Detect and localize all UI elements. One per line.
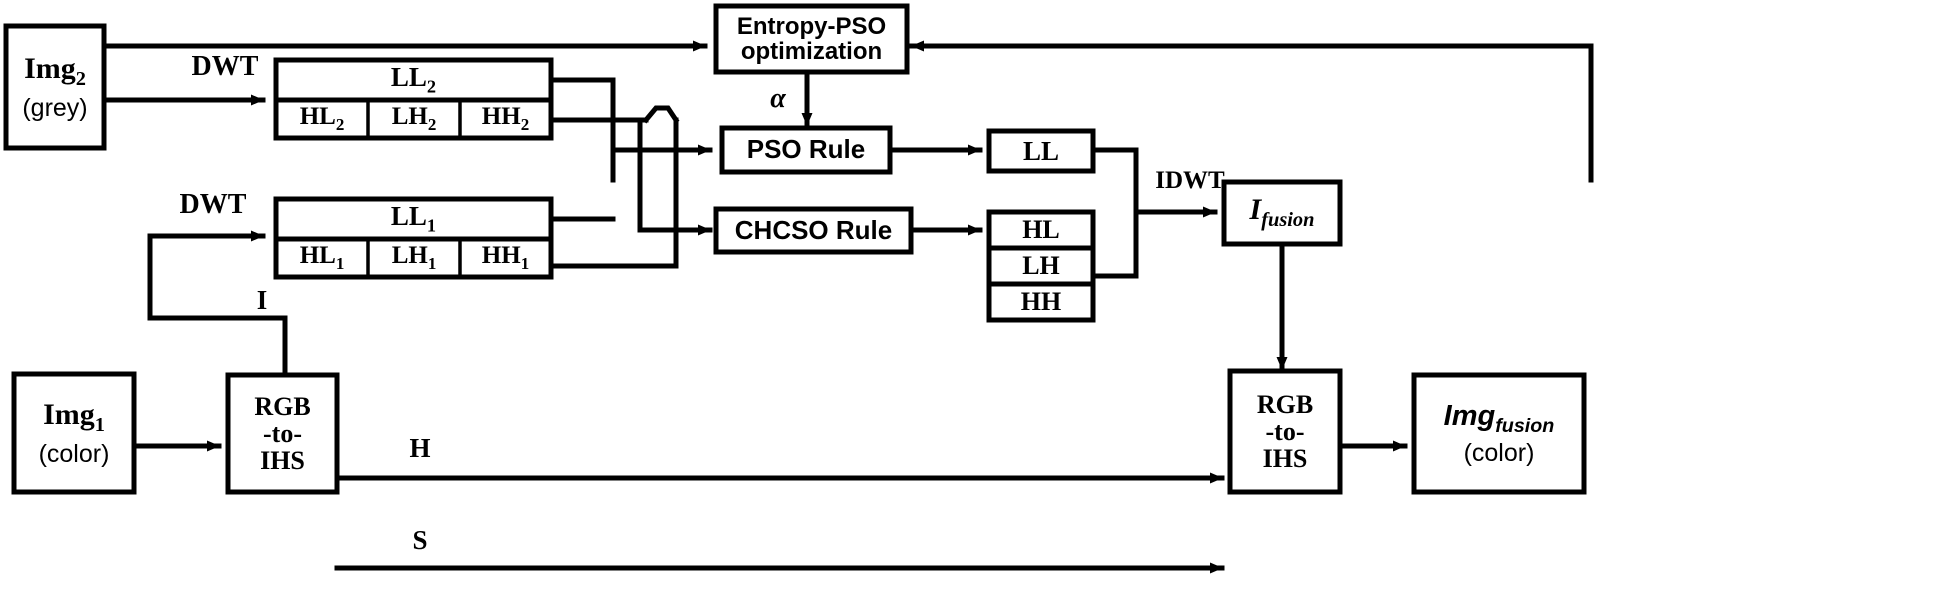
node-hl-out-label: HL	[1022, 215, 1060, 245]
node-hh-out-label: HH	[1020, 287, 1062, 317]
node-img-fusion	[1411, 372, 1587, 495]
node-pso-rule	[719, 125, 893, 175]
node-entropy-pso-label: Entropy-PSO optimization	[716, 6, 907, 72]
node-chcso-rule	[713, 206, 914, 255]
edge-intensity-riser	[147, 233, 288, 378]
edge-label-idwt: IDWT	[1155, 167, 1225, 194]
node-img2	[3, 23, 107, 151]
node-subband2-detail	[273, 97, 554, 141]
node-hh1-label: HH1	[481, 242, 530, 274]
edge-llout-bus	[1090, 147, 1139, 279]
edge-ll2-bus	[548, 77, 616, 183]
node-hh2-label: HH2	[481, 103, 530, 135]
node-subband1-detail	[273, 236, 554, 280]
node-img1	[11, 371, 137, 495]
edge-label-dwt-bottom: DWT	[179, 189, 247, 220]
img1-line1: Img1	[43, 398, 105, 437]
node-rgb-ihs-1-label: RGB -to- IHS	[254, 391, 311, 476]
edge-label-saturation: S	[412, 525, 428, 555]
node-i-fusion-label: Ifusion	[1249, 193, 1315, 232]
node-img1-label: Img1 (color)	[14, 374, 134, 492]
img2-line1: Img2	[24, 52, 86, 91]
node-ll-out	[986, 128, 1096, 174]
edge-label-alpha: α	[770, 83, 786, 114]
entropy-line2: optimization	[740, 38, 883, 65]
img1-line2: (color)	[38, 439, 110, 468]
node-lh-out-label: LH	[1022, 251, 1060, 281]
node-hh-out	[986, 281, 1096, 323]
node-img-fusion-label: Imgfusion (color)	[1443, 399, 1555, 468]
node-ll-out-label: LL	[1022, 135, 1060, 166]
node-lh1-label: LH1	[391, 242, 437, 274]
node-chcso-rule-label: CHCSO Rule	[734, 214, 893, 245]
img2-line2: (grey)	[22, 93, 88, 122]
node-entropy-pso	[713, 3, 910, 75]
entropy-line1: Entropy-PSO	[736, 12, 887, 40]
node-hl2-label: HL2	[299, 103, 345, 135]
edge-bus-hop	[642, 105, 680, 124]
node-rgb-ihs-1	[225, 372, 340, 495]
node-ll1-label: LL1	[390, 201, 437, 236]
node-i-fusion	[1221, 179, 1343, 247]
node-rgb-ihs-2-label: RGB -to- IHS	[1256, 389, 1314, 474]
node-pso-rule-label: PSO Rule	[746, 134, 866, 165]
edge-label-dwt-top: DWT	[191, 51, 259, 82]
node-img2-label: Img2 (grey)	[6, 26, 104, 148]
node-rgb-ihs-2	[1227, 368, 1343, 495]
edge-label-hue: H	[409, 433, 431, 463]
node-ll2-label: LL2	[390, 62, 437, 97]
node-hl1-label: HL1	[299, 242, 345, 274]
node-hl-out	[986, 209, 1096, 251]
edge-label-intensity: I	[256, 285, 268, 315]
node-lh2-label: LH2	[391, 103, 437, 135]
